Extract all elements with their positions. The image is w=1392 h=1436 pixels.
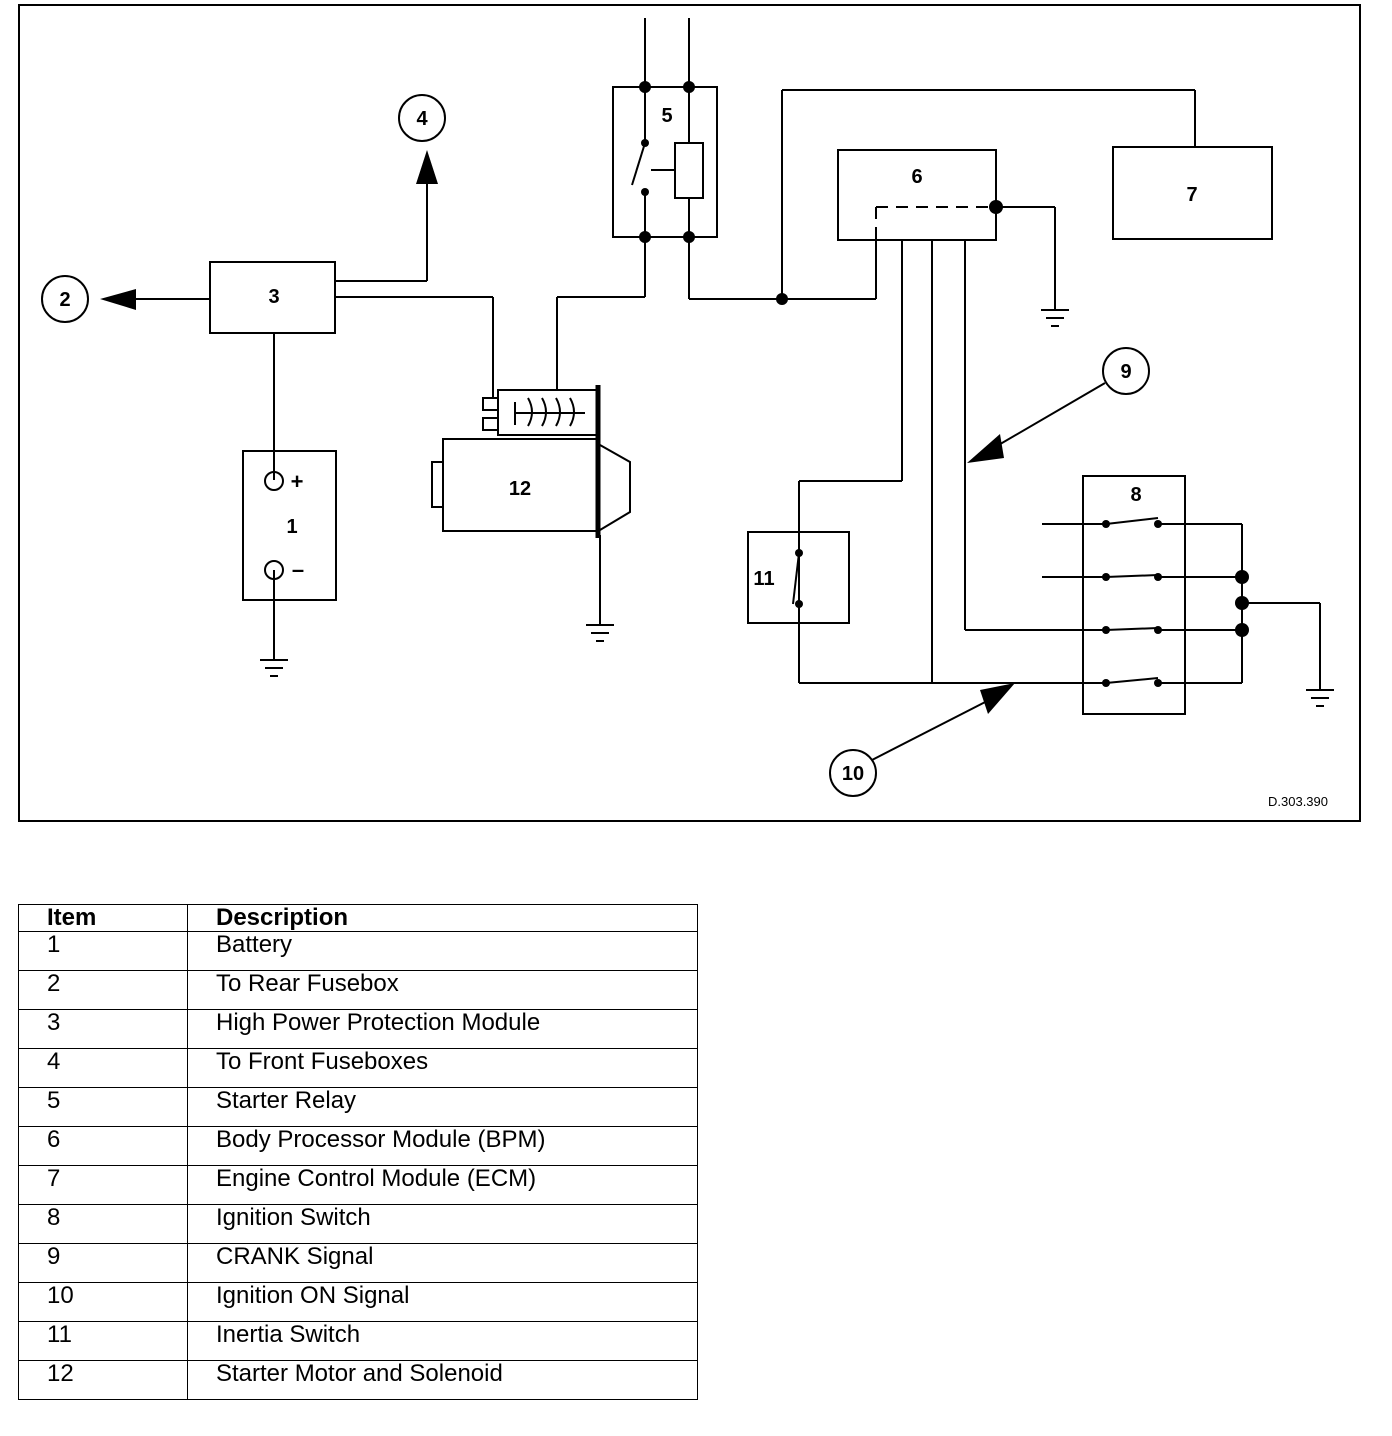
label-12: 12: [509, 478, 531, 500]
label-3: 3: [268, 286, 279, 308]
legend-item: 8: [18, 1204, 188, 1244]
legend-description: High Power Protection Module: [187, 1009, 698, 1049]
legend-header-row: Item Description: [18, 904, 698, 932]
legend-description: To Rear Fusebox: [187, 970, 698, 1010]
legend-item: 12: [18, 1360, 188, 1400]
relay-coil: [674, 142, 704, 199]
battery-box: [242, 450, 337, 601]
legend-description: Ignition Switch: [187, 1204, 698, 1244]
ecm-box: [1112, 146, 1273, 240]
legend-description: Engine Control Module (ECM): [187, 1165, 698, 1205]
arrow-ignition-on-signal: [980, 683, 1015, 714]
battery-negative-terminal: [264, 560, 284, 580]
legend-item: 3: [18, 1009, 188, 1049]
high-power-protection-module-box: [209, 261, 336, 334]
inertia-switch-box: [747, 531, 850, 624]
legend-description: Inertia Switch: [187, 1321, 698, 1361]
battery-plus-sign: +: [291, 469, 304, 494]
wiring-diagram: 1 2 3 4 5 6 7 8 9 10 11 12 + – D.303.390: [18, 4, 1361, 822]
legend-description: Starter Motor and Solenoid: [187, 1360, 698, 1400]
arrow-to-front-fuseboxes: [416, 150, 438, 184]
legend-description: Starter Relay: [187, 1087, 698, 1127]
bpm-box: [837, 149, 997, 241]
arrow-to-rear-fusebox: [100, 289, 136, 310]
label-4: 4: [416, 108, 428, 130]
callout-circle-9: [1102, 347, 1150, 395]
legend-item: 2: [18, 970, 188, 1010]
legend-description: To Front Fuseboxes: [187, 1048, 698, 1088]
legend-description: CRANK Signal: [187, 1243, 698, 1283]
label-1: 1: [286, 516, 297, 538]
legend-item: 6: [18, 1126, 188, 1166]
label-10: 10: [842, 763, 864, 785]
label-8: 8: [1130, 484, 1141, 506]
legend-description: Battery: [187, 931, 698, 971]
legend-header-description: Description: [187, 904, 698, 932]
label-6: 6: [911, 166, 922, 188]
legend-item: 4: [18, 1048, 188, 1088]
diagram-reference-code: D.303.390: [1268, 794, 1328, 809]
arrow-crank-signal: [967, 434, 1004, 463]
legend-description: Ignition ON Signal: [187, 1282, 698, 1322]
label-11: 11: [753, 568, 774, 590]
legend-item: 11: [18, 1321, 188, 1361]
starter-relay-box: [612, 86, 718, 238]
starter-motor-symbol: [431, 385, 631, 538]
diagram-frame: [18, 4, 1361, 822]
legend-item: 7: [18, 1165, 188, 1205]
legend-item: 9: [18, 1243, 188, 1283]
callout-circle-2: [41, 275, 89, 323]
label-2: 2: [59, 289, 70, 311]
ground-symbols: [260, 309, 1334, 707]
legend-item: 10: [18, 1282, 188, 1322]
legend-header-item: Item: [18, 904, 188, 932]
callout-circle-10: [829, 749, 877, 797]
ignition-switch-box: [1082, 475, 1186, 715]
legend-item: 5: [18, 1087, 188, 1127]
wires: [135, 18, 1321, 690]
battery-minus-sign: –: [292, 557, 304, 582]
battery-positive-terminal: [264, 471, 284, 491]
callout-circle-4: [398, 94, 446, 142]
legend-description: Body Processor Module (BPM): [187, 1126, 698, 1166]
label-5: 5: [661, 105, 672, 127]
label-7: 7: [1186, 184, 1197, 206]
legend-item: 1: [18, 931, 188, 971]
junction-dots: [639, 81, 1249, 687]
label-9: 9: [1120, 361, 1131, 383]
